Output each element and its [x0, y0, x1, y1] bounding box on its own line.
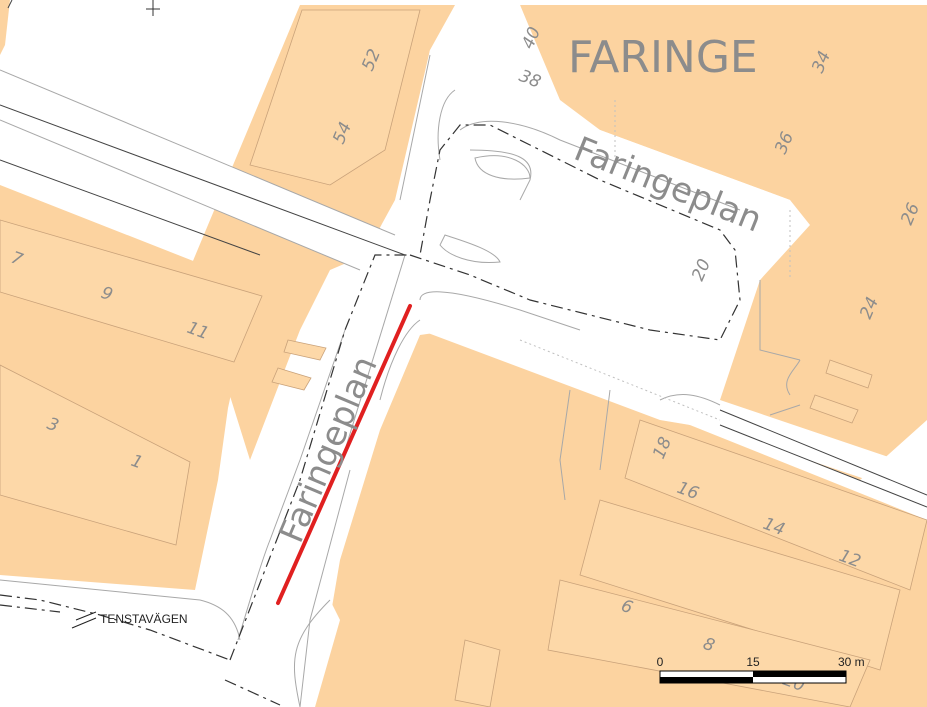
road-label-tenstavagen: TENSTAVÄGEN	[100, 612, 188, 626]
scale-bar: 0 15 30 m	[657, 655, 865, 684]
kerb-lines	[0, 54, 801, 707]
roads	[0, 5, 927, 707]
area-label: FARINGE	[568, 32, 758, 83]
road-label-leader	[71, 611, 97, 629]
scale-tick-0: 0	[657, 655, 664, 669]
boundary-lines	[0, 100, 791, 706]
property-lines	[0, 0, 927, 508]
scale-tick-15: 15	[746, 655, 760, 669]
highlighted-street-segment[interactable]	[276, 304, 412, 605]
crosshair-mark	[146, 0, 160, 16]
road-label-group: TENSTAVÄGEN	[71, 611, 188, 629]
scale-tick-30: 30 m	[838, 655, 865, 669]
